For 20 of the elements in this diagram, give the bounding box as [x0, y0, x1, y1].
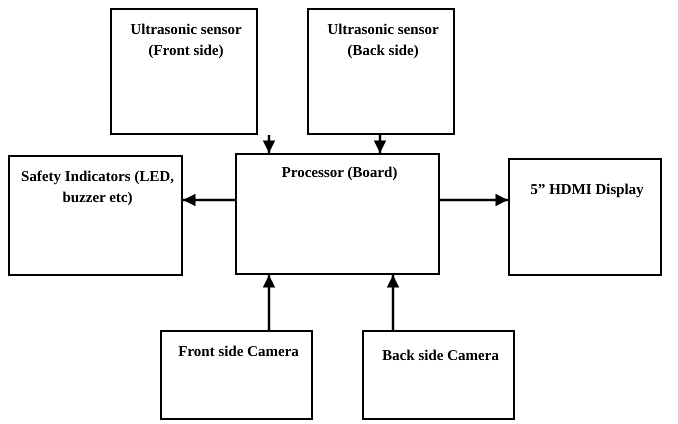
- box-label: Front side Camera: [177, 343, 300, 362]
- process-box: [160, 330, 313, 420]
- arrow: [374, 135, 386, 153]
- process-box: [8, 155, 183, 276]
- arrow: [183, 194, 235, 206]
- box-label: Safety Indicators (LED, buzzer etc): [20, 168, 175, 208]
- process-box: [508, 158, 662, 276]
- process-box: [307, 8, 455, 135]
- box-label: Ultrasonic sensor (Back side): [326, 21, 440, 61]
- arrow: [262, 135, 276, 153]
- process-box: [362, 330, 515, 420]
- box-label: Back side Camera: [381, 347, 500, 366]
- arrow: [262, 275, 276, 330]
- box-label: Ultrasonic sensor (Front side): [129, 21, 243, 61]
- arrow: [386, 275, 400, 330]
- process-box: [235, 153, 440, 275]
- process-box: [110, 8, 258, 135]
- box-label: 5” HDMI Display: [529, 181, 645, 200]
- arrow: [440, 194, 508, 206]
- box-label: Processor (Board): [280, 164, 398, 183]
